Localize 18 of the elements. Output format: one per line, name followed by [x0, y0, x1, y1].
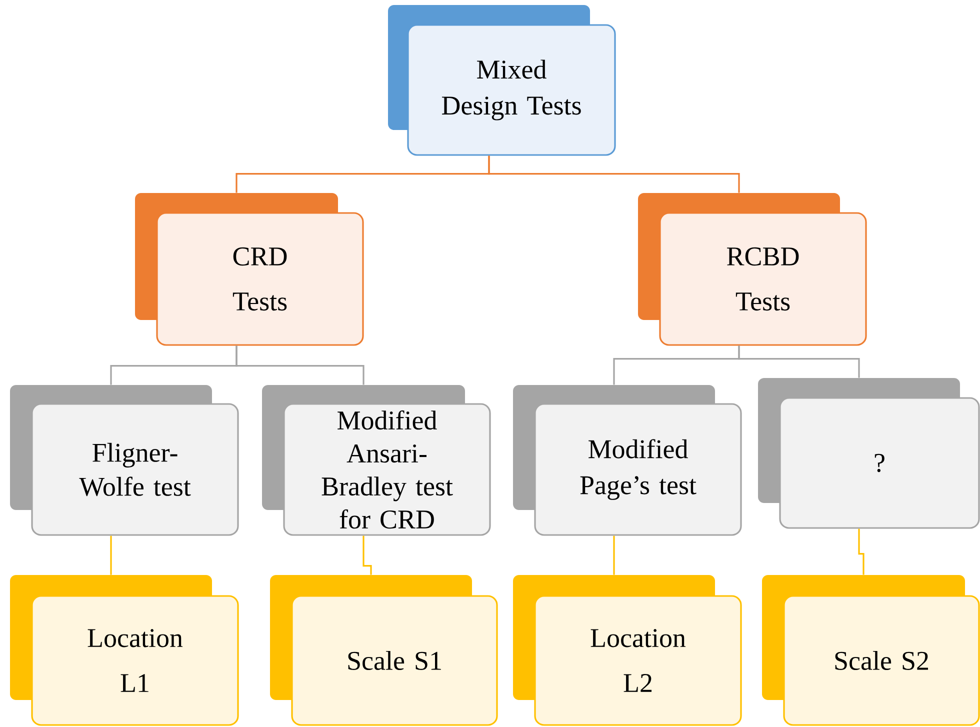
stacked-box: Fligner-Wolfe test	[10, 385, 239, 536]
stacked-box: Mixed Design Tests	[388, 5, 616, 156]
stacked-box: Location L2	[513, 575, 742, 726]
stacked-box: ?	[758, 378, 980, 529]
connector-line	[362, 536, 372, 575]
connector-line	[110, 536, 112, 575]
connector-line	[858, 528, 864, 575]
stacked-box: Location L1	[10, 575, 239, 726]
stacked-box: Modified Page’s test	[513, 385, 742, 536]
connector-line	[236, 346, 364, 385]
connector-line	[613, 536, 615, 575]
connector-line	[738, 346, 860, 378]
stacked-box: Modified Ansari-Bradley test for CRD	[262, 385, 491, 536]
connector-line	[488, 156, 740, 193]
stacked-box: Scale S2	[762, 575, 980, 726]
stacked-box: RCBD Tests	[638, 193, 867, 346]
stacked-box: Scale S1	[270, 575, 498, 726]
stacked-box: CRD Tests	[135, 193, 364, 346]
